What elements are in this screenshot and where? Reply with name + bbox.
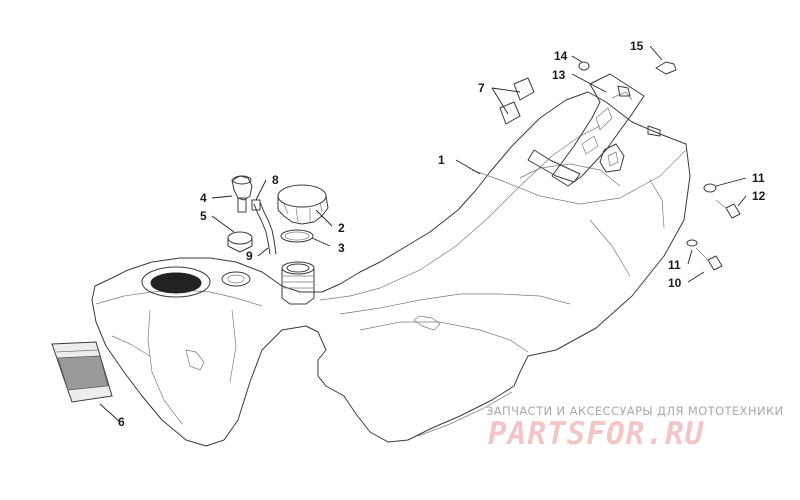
filler-neck — [141, 266, 251, 298]
filler-neck-threaded — [280, 229, 315, 305]
mounting-bracket — [499, 73, 661, 187]
fuel-cap — [277, 184, 329, 225]
callout-7: 7 — [478, 81, 485, 95]
callout-5: 5 — [200, 209, 207, 223]
callout-3: 3 — [338, 241, 345, 255]
leader-lines — [99, 45, 747, 423]
callout-9: 9 — [246, 249, 253, 263]
callout-4: 4 — [200, 191, 207, 205]
fuel-tank — [91, 91, 691, 447]
callout-1: 1 — [438, 153, 445, 167]
watermark-logo: PARTSFOR.RU — [488, 416, 705, 452]
fuel-fitting — [227, 175, 253, 253]
callout-11-upper: 11 — [752, 171, 765, 185]
callout-13: 13 — [552, 68, 566, 82]
watermark-caption: ЗАПЧАСТИ И АКСЕССУАРЫ ДЛЯ МОТОТЕХНИКИ — [486, 404, 784, 418]
callout-numbers: 1 2 3 4 5 6 7 8 9 10 11 11 12 13 14 15 — [118, 39, 766, 429]
callout-8: 8 — [272, 173, 279, 187]
callout-10: 10 — [668, 276, 682, 290]
callout-15: 15 — [630, 39, 644, 53]
callout-6: 6 — [118, 415, 125, 429]
callout-11-lower: 11 — [668, 258, 681, 272]
warning-label — [51, 341, 113, 403]
breather-hose — [251, 199, 277, 255]
callout-14: 14 — [554, 49, 568, 63]
callout-2: 2 — [338, 221, 345, 235]
fasteners — [578, 61, 741, 271]
callout-12: 12 — [752, 189, 766, 203]
